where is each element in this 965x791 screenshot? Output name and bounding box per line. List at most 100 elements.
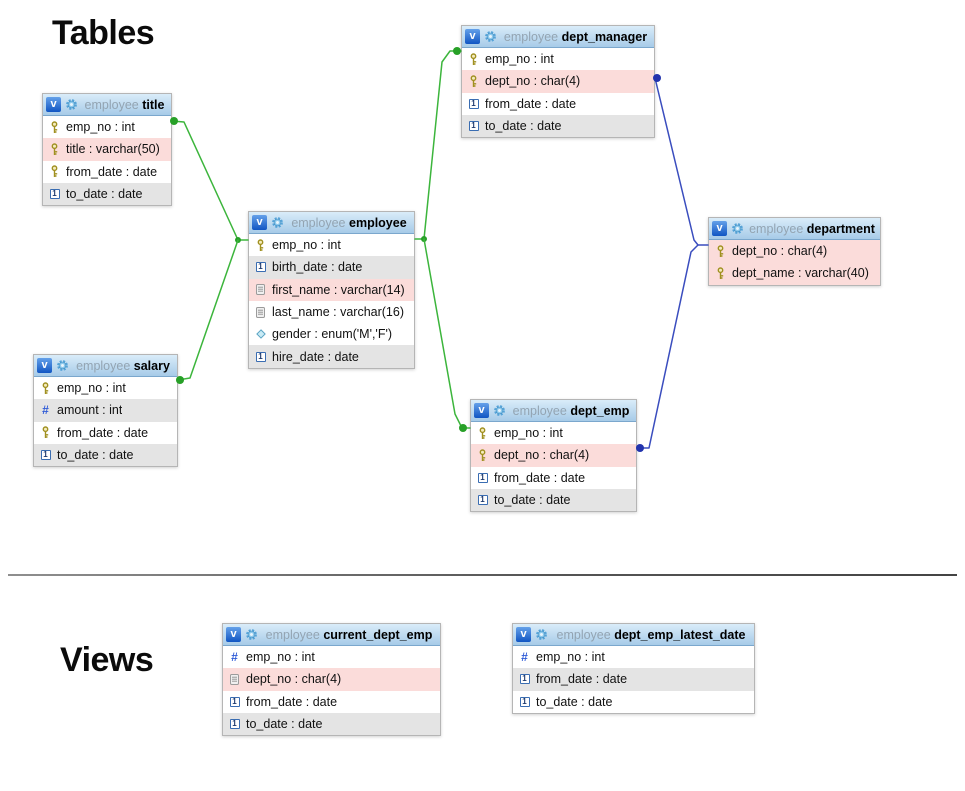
gear-icon-wrap[interactable] — [65, 98, 78, 111]
table-name: title — [142, 97, 165, 112]
tables-section-heading: Tables — [52, 14, 155, 52]
gear-icon-wrap[interactable] — [731, 222, 744, 235]
key-icon — [51, 165, 58, 178]
column-label: last_name : varchar(16) — [272, 305, 405, 320]
int-icon: # — [42, 403, 49, 418]
gear-icon-wrap[interactable] — [535, 628, 548, 641]
key-icon — [470, 75, 477, 87]
int-icon-cell: # — [228, 651, 241, 663]
gear-icon[interactable] — [535, 628, 548, 641]
date-icon: 1 — [477, 472, 488, 483]
table-title: employee title — [82, 95, 167, 115]
column-row: # amount : int — [34, 399, 177, 422]
gear-icon-wrap[interactable] — [245, 628, 258, 641]
gear-icon[interactable] — [245, 628, 258, 641]
column-row: 1 to_date : date — [223, 712, 440, 736]
column-row: dept_no : char(4) — [709, 240, 880, 263]
table-header-department[interactable]: v employee department — [709, 218, 880, 240]
text-icon — [230, 673, 239, 685]
key-icon-cell — [48, 165, 61, 178]
view-toggle-icon[interactable]: v — [465, 29, 480, 44]
date-icon-cell: 1 — [228, 719, 241, 730]
key-icon-cell — [714, 267, 727, 280]
column-label: emp_no : int — [494, 426, 563, 441]
table-name: department — [806, 221, 875, 236]
gear-icon[interactable] — [56, 359, 69, 372]
view-toggle-icon[interactable]: v — [46, 97, 61, 112]
schema-name: employee — [503, 29, 559, 44]
key-icon-cell — [476, 449, 489, 462]
text-icon-cell — [254, 284, 267, 296]
column-label: amount : int — [57, 403, 123, 418]
key-icon — [470, 52, 477, 65]
column-label: from_date : date — [57, 425, 149, 440]
view-toggle-icon[interactable]: v — [516, 627, 531, 642]
key-icon-cell — [39, 426, 52, 439]
int-icon-cell: # — [39, 404, 52, 416]
view-toggle-icon[interactable]: v — [226, 627, 241, 642]
gear-icon[interactable] — [65, 98, 78, 111]
column-label: to_date : date — [246, 717, 323, 732]
int-icon: # — [231, 650, 238, 665]
date-icon: 1 — [519, 674, 530, 685]
column-label: from_date : date — [485, 96, 577, 111]
column-label: emp_no : int — [272, 238, 341, 253]
column-label: from_date : date — [536, 672, 628, 687]
enum-icon — [255, 329, 266, 340]
key-icon — [717, 244, 724, 257]
date-icon: 1 — [468, 98, 479, 109]
gear-icon-wrap[interactable] — [56, 359, 69, 372]
table-header-title[interactable]: v employee title — [43, 94, 171, 116]
date-icon: 1 — [468, 121, 479, 132]
schema-name: employee — [265, 627, 320, 642]
view-toggle-icon[interactable]: v — [712, 221, 727, 236]
view-toggle-icon[interactable]: v — [474, 403, 489, 418]
view-toggle-icon[interactable]: v — [37, 358, 52, 373]
schema-name: employee — [291, 215, 346, 230]
text-icon-cell — [228, 673, 241, 685]
gear-icon[interactable] — [493, 404, 506, 417]
column-row: emp_no : int — [471, 422, 636, 445]
date-icon-cell: 1 — [254, 262, 267, 273]
column-label: to_date : date — [66, 187, 143, 202]
column-label: first_name : varchar(14) — [272, 282, 405, 297]
views-section-heading: Views — [60, 641, 154, 679]
table-title: employee department — [748, 219, 876, 239]
gear-icon[interactable] — [484, 30, 497, 43]
date-icon: 1 — [519, 696, 530, 707]
text-icon-cell — [254, 306, 267, 318]
view-toggle-icon[interactable]: v — [252, 215, 267, 230]
text-icon — [256, 306, 265, 318]
schema-name: employee — [512, 403, 567, 418]
column-label: from_date : date — [246, 694, 338, 709]
gear-icon-wrap[interactable] — [493, 404, 506, 417]
key-icon — [717, 267, 724, 279]
column-row: #emp_no : int — [513, 646, 754, 669]
gear-icon[interactable] — [731, 222, 744, 235]
gear-icon-wrap[interactable] — [484, 30, 497, 43]
gear-icon-wrap[interactable] — [271, 216, 284, 229]
gear-icon[interactable] — [271, 216, 284, 229]
date-icon-cell: 1 — [254, 351, 267, 362]
date-icon-cell: 1 — [518, 674, 531, 685]
